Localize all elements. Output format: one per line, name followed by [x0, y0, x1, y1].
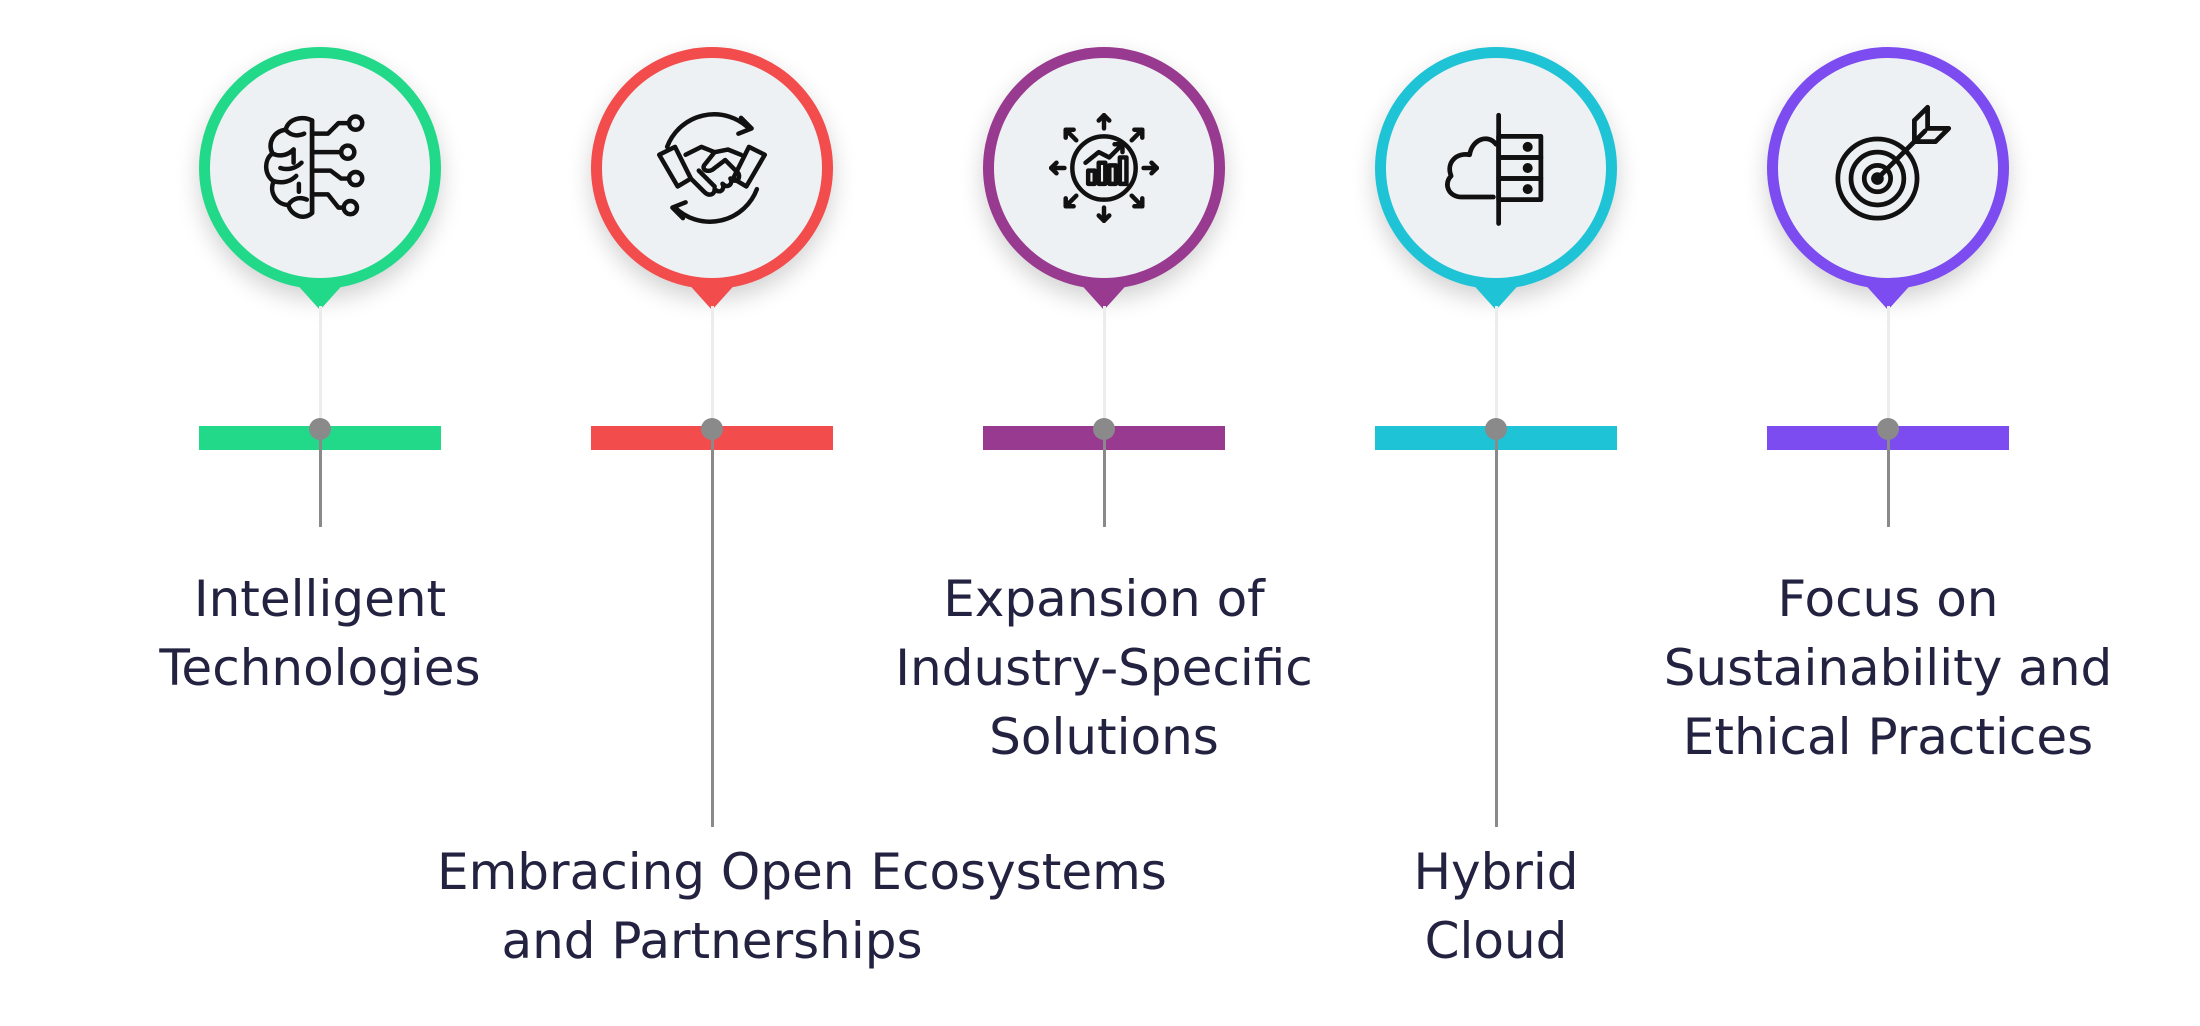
- milestone-label: Focus on Sustainability and Ethical Prac…: [1613, 565, 2163, 772]
- label-line: Sustainability and: [1663, 639, 2113, 697]
- icon-badge: [210, 58, 430, 278]
- connector-lower: [711, 432, 714, 827]
- handshake-icon: [656, 112, 768, 224]
- timeline-node: [309, 418, 331, 440]
- connector-lower: [1887, 432, 1890, 527]
- milestone-intelligent-technologies: Intelligent Technologies: [125, 0, 515, 1026]
- milestone-label: Hybrid Cloud: [1221, 838, 1771, 976]
- milestone-industry-solutions: Expansion of Industry-Specific Solutions: [895, 0, 1313, 1026]
- connector-upper: [319, 306, 322, 426]
- pin-tip: [1469, 280, 1523, 310]
- connector-upper: [1103, 306, 1106, 426]
- timeline-node: [1485, 418, 1507, 440]
- growth-chart-icon: [1048, 112, 1160, 224]
- label-line: Industry-Specific: [895, 639, 1313, 697]
- milestone-label: Expansion of Industry-Specific Solutions: [829, 565, 1379, 772]
- label-line: Ethical Practices: [1682, 708, 2094, 766]
- label-line: Intelligent: [193, 570, 447, 628]
- timeline-node: [1093, 418, 1115, 440]
- icon-badge: [994, 58, 1214, 278]
- milestone-hybrid-cloud: Hybrid Cloud: [1301, 0, 1691, 1026]
- milestone-label: Embracing Open Ecosystems and Partnershi…: [437, 838, 1167, 976]
- label-line: Technologies: [159, 639, 481, 697]
- connector-upper: [1495, 306, 1498, 426]
- connector-lower: [1103, 432, 1106, 527]
- connector-upper: [1887, 306, 1890, 426]
- timeline-node: [1877, 418, 1899, 440]
- label-line: Embracing Open Ecosystems: [437, 843, 1167, 901]
- milestone-open-ecosystems: Embracing Open Ecosystems and Partnershi…: [437, 0, 1167, 1026]
- timeline-node: [701, 418, 723, 440]
- icon-badge: [1386, 58, 1606, 278]
- label-line: Cloud: [1424, 912, 1568, 970]
- label-line: Expansion of: [943, 570, 1265, 628]
- cloud-server-icon: [1445, 112, 1544, 226]
- brain-circuit-icon: [263, 114, 365, 219]
- pin-tip: [685, 280, 739, 310]
- pin-tip: [1861, 280, 1915, 310]
- milestone-label: Intelligent Technologies: [45, 565, 595, 703]
- label-line: and Partnerships: [501, 912, 923, 970]
- connector-lower: [1495, 432, 1498, 827]
- icon-badge: [1778, 58, 1998, 278]
- pin-tip: [1077, 280, 1131, 310]
- label-line: Hybrid: [1413, 843, 1579, 901]
- connector-lower: [319, 432, 322, 527]
- label-line: Focus on: [1777, 570, 1999, 628]
- pin-tip: [293, 280, 347, 310]
- target-arrow-icon: [1835, 104, 1952, 221]
- milestone-sustainability: Focus on Sustainability and Ethical Prac…: [1664, 0, 2112, 1026]
- label-line: Solutions: [989, 708, 1219, 766]
- connector-upper: [711, 306, 714, 426]
- icon-badge: [602, 58, 822, 278]
